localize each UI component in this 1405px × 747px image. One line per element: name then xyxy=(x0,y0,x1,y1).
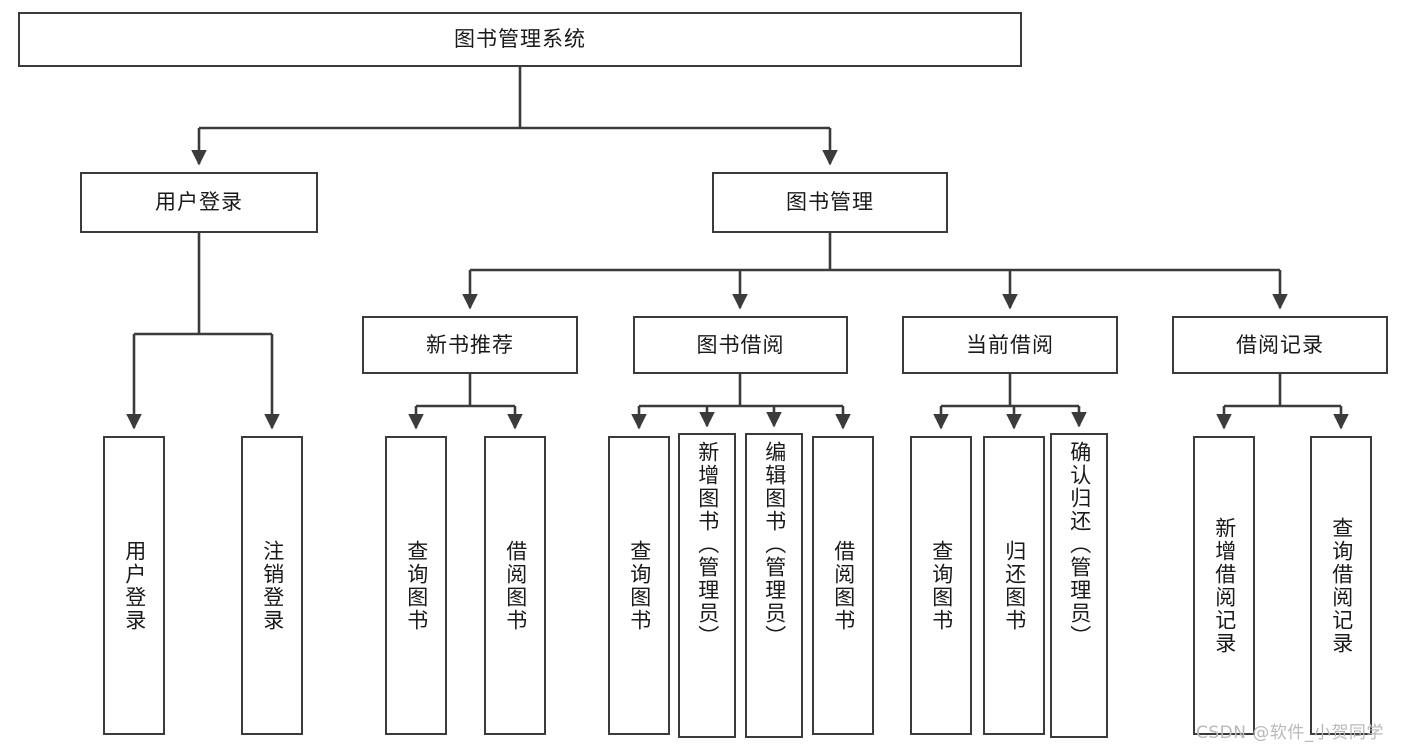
node-new-book-recommend-label: 新书推荐 xyxy=(426,332,514,357)
node-root[interactable]: 图书管理系统 xyxy=(18,12,1022,67)
node-leaf-query-book-3[interactable]: 查询图书 xyxy=(910,436,972,735)
node-leaf-edit-book[interactable]: 编辑图书（管理员） xyxy=(745,433,803,738)
node-book-borrow-label: 图书借阅 xyxy=(696,332,785,357)
node-leaf-add-book-label: 新增图书（管理员） xyxy=(695,441,720,648)
node-leaf-borrow-book-2[interactable]: 借阅图书 xyxy=(812,436,874,735)
node-leaf-query-borrow-record-label: 查询借阅记录 xyxy=(1329,516,1354,655)
node-new-book-recommend[interactable]: 新书推荐 xyxy=(362,316,578,374)
csdn-watermark: CSDN @软件_小贺同学 xyxy=(1196,723,1384,743)
node-leaf-query-borrow-record[interactable]: 查询借阅记录 xyxy=(1310,436,1372,735)
node-book-borrow[interactable]: 图书借阅 xyxy=(633,316,848,374)
node-leaf-add-borrow-record[interactable]: 新增借阅记录 xyxy=(1193,436,1255,735)
node-current-borrow[interactable]: 当前借阅 xyxy=(902,316,1118,374)
node-book-manage-label: 图书管理 xyxy=(786,190,874,215)
node-borrow-record[interactable]: 借阅记录 xyxy=(1172,316,1388,374)
node-leaf-borrow-book-1-label: 借阅图书 xyxy=(503,539,528,632)
node-leaf-borrow-book-2-label: 借阅图书 xyxy=(831,539,856,632)
node-leaf-query-book-1[interactable]: 查询图书 xyxy=(385,436,447,735)
node-leaf-query-book-2[interactable]: 查询图书 xyxy=(608,436,670,735)
node-user-login-label: 用户登录 xyxy=(155,190,243,215)
node-leaf-add-borrow-record-label: 新增借阅记录 xyxy=(1212,516,1237,655)
node-leaf-logout-label: 注销登录 xyxy=(260,539,285,632)
node-leaf-confirm-return-label: 确认归还（管理员） xyxy=(1067,441,1092,648)
node-leaf-query-book-3-label: 查询图书 xyxy=(929,539,954,632)
node-leaf-logout[interactable]: 注销登录 xyxy=(241,436,303,735)
node-leaf-query-book-2-label: 查询图书 xyxy=(627,539,652,632)
node-borrow-record-label: 借阅记录 xyxy=(1236,332,1324,357)
node-leaf-user-login[interactable]: 用户登录 xyxy=(103,436,165,735)
node-root-label: 图书管理系统 xyxy=(454,27,586,52)
node-leaf-edit-book-label: 编辑图书（管理员） xyxy=(762,441,787,648)
node-leaf-query-book-1-label: 查询图书 xyxy=(404,539,429,632)
node-book-manage[interactable]: 图书管理 xyxy=(712,172,948,233)
node-current-borrow-label: 当前借阅 xyxy=(966,332,1054,357)
node-leaf-return-book[interactable]: 归还图书 xyxy=(983,436,1045,735)
node-leaf-confirm-return[interactable]: 确认归还（管理员） xyxy=(1050,433,1108,738)
node-leaf-return-book-label: 归还图书 xyxy=(1002,539,1027,632)
node-leaf-borrow-book-1[interactable]: 借阅图书 xyxy=(484,436,546,735)
node-user-login[interactable]: 用户登录 xyxy=(80,172,318,233)
node-leaf-user-login-label: 用户登录 xyxy=(122,539,147,632)
node-leaf-add-book[interactable]: 新增图书（管理员） xyxy=(678,433,736,738)
